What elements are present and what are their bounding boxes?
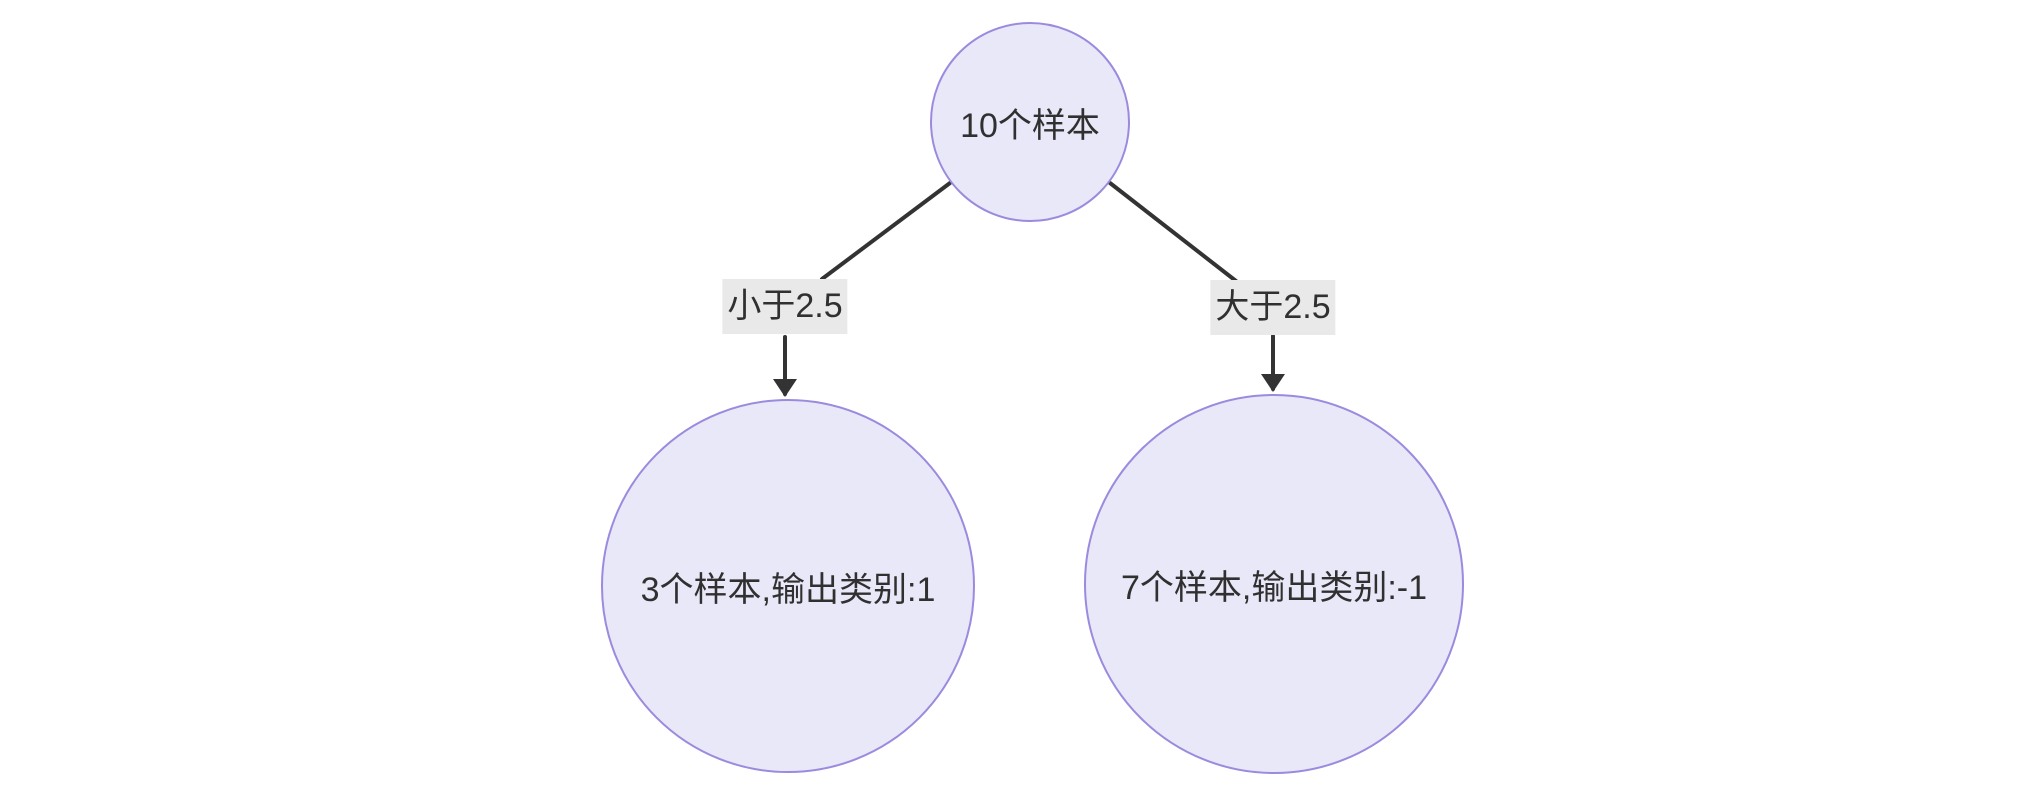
- root-node-label: 10个样本: [960, 106, 1100, 145]
- root-node: 10个样本: [930, 22, 1130, 222]
- leaf-node-right: 7个样本,输出类别:-1: [1084, 394, 1464, 774]
- edge-label-less-than: 小于2.5: [722, 279, 848, 334]
- edge-label-greater-than: 大于2.5: [1210, 280, 1336, 335]
- edge-line-root-to-left-label: [820, 181, 952, 281]
- leaf-node-right-label: 7个样本,输出类别:-1: [1120, 568, 1428, 607]
- leaf-node-left-label: 3个样本,输出类别:1: [640, 570, 936, 609]
- edge-line-root-to-right-label: [1108, 181, 1238, 283]
- leaf-node-left: 3个样本,输出类别:1: [601, 399, 975, 773]
